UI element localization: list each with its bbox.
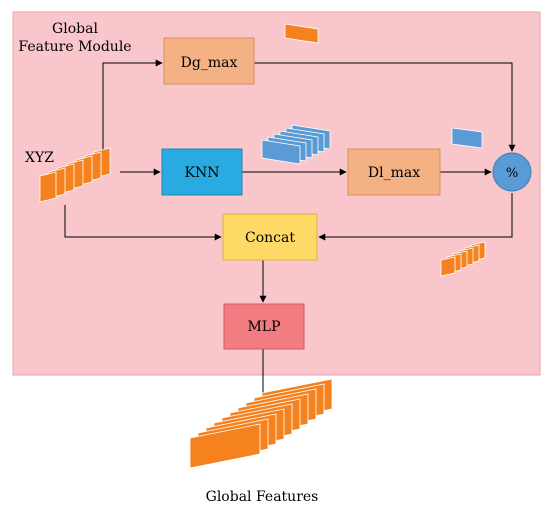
knn-feature-stack-slab (261, 139, 301, 165)
dg-max-feature-icon (284, 23, 319, 44)
node-dl-max-label: Dl_max (368, 165, 420, 181)
node-knn: KNN (161, 148, 243, 196)
input-label: XYZ (25, 150, 54, 166)
edge-dg-max-to-percent (254, 62, 516, 152)
dl-max-feature-icon (451, 127, 483, 149)
node-knn-label: KNN (185, 165, 220, 181)
global-features-stack (189, 378, 333, 469)
feature-stacks (39, 23, 486, 469)
node-concat-label: Concat (245, 230, 295, 246)
node-percent-label: % (506, 166, 518, 181)
node-dg-max: Dg_max (163, 37, 255, 85)
node-mlp-label: MLP (247, 319, 280, 335)
module-title-line1: Global (52, 21, 98, 37)
concat-feature-stack (440, 241, 486, 277)
dg-max-feature-icon-slab (284, 23, 319, 44)
node-dl-max: Dl_max (347, 148, 441, 196)
node-percent: % (492, 152, 532, 192)
xyz-input-stack (39, 147, 111, 203)
edge-percent-to-concat (318, 193, 513, 241)
global-features-stack-slab (189, 423, 261, 469)
dl-max-feature-icon-slab (451, 127, 483, 149)
node-dg-max-label: Dg_max (181, 55, 238, 71)
edge-xyz-to-concat (64, 205, 222, 241)
node-concat: Concat (222, 213, 318, 261)
node-mlp: MLP (223, 303, 305, 350)
connectors (64, 59, 516, 405)
module-title-line2: Feature Module (18, 39, 131, 55)
concat-feature-stack-slab (440, 256, 456, 277)
edge-xyz-to-dg-max (102, 59, 163, 150)
output-label: Global Features (206, 489, 319, 505)
knn-feature-stack (261, 124, 331, 165)
xyz-input-stack-slab (39, 171, 57, 203)
